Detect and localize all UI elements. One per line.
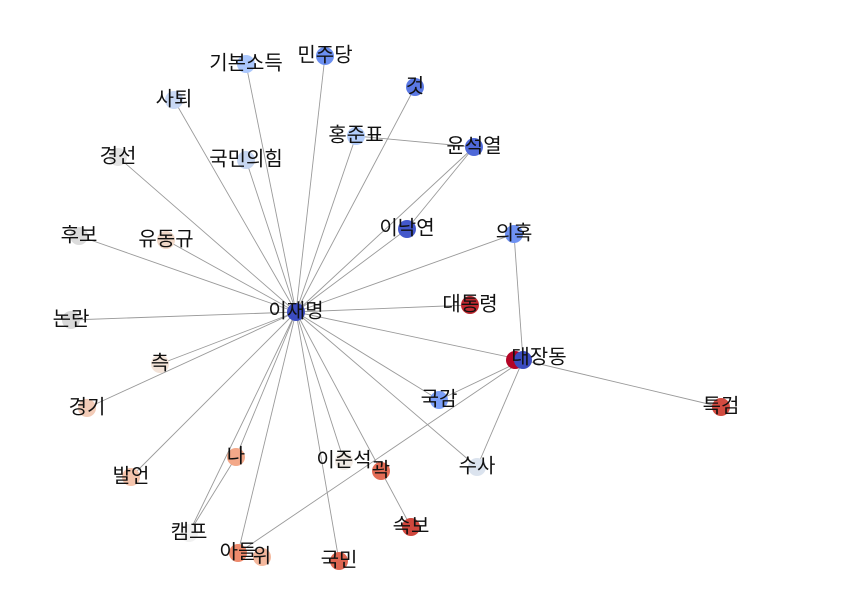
node-label-daejangdong: 대장동	[511, 345, 566, 369]
node-label-geot: 것	[406, 74, 424, 98]
node-label-satoe: 사퇴	[156, 87, 193, 111]
node-label-yudonggyu: 유동규	[138, 227, 193, 251]
edge-lee_jaemyung-gyeonggi	[86, 311, 297, 409]
edge-lee_jaemyung-yunseokyeol	[295, 146, 475, 313]
node-na	[227, 448, 245, 466]
edge-hongjunpyo-yunseokyeol	[355, 135, 475, 148]
node-label-cheuk: 측	[151, 351, 169, 375]
edge-daejangdong-susa	[476, 359, 524, 468]
node-label-hubo: 후보	[61, 223, 98, 247]
edge-layer	[70, 55, 722, 562]
edge-lee_jaemyung-susa	[295, 311, 478, 468]
edge-lee_jaemyung-cheuk	[159, 311, 297, 365]
edge-lee_jaemyung-na	[235, 311, 297, 458]
edge-lee_jaemyung-ijunseok	[295, 311, 345, 462]
edge-lee_jaemyung-hongjunpyo	[295, 135, 357, 313]
node-label-uiwi: 위	[253, 544, 271, 568]
edge-lee_jaemyung-gukmin	[295, 311, 340, 562]
node-label-ijunseok: 이준석	[316, 448, 371, 472]
node-label-gukgam: 국감	[421, 387, 458, 411]
node-inakyeon	[398, 220, 416, 238]
edge-daejangdong-adeul	[237, 359, 524, 554]
edge-daejangdong-teukgeom	[522, 359, 722, 408]
edge-lee_jaemyung-inakyeon	[295, 228, 408, 313]
node-sokbo	[402, 518, 420, 536]
edge-lee_jaemyung-hubo	[78, 235, 297, 313]
node-gwak	[372, 462, 390, 480]
node-gyeonggi	[78, 399, 96, 417]
node-gukmin	[330, 552, 348, 570]
node-gyeongseon	[109, 148, 127, 166]
node-daetongryeong	[461, 296, 479, 314]
node-label-nonran: 논란	[53, 307, 90, 331]
node-nonran	[62, 311, 80, 329]
node-hongjunpyo	[347, 127, 365, 145]
edge-lee_jaemyung-daetongryeong	[295, 304, 471, 313]
node-cheuk	[151, 355, 169, 373]
edge-lee_jaemyung-kaempeu	[188, 311, 297, 534]
node-uiwi	[253, 548, 271, 566]
node-ijunseok	[335, 452, 353, 470]
node-teukgeom	[712, 398, 730, 416]
edge-lee_jaemyung-gukgam	[295, 311, 440, 401]
node-daejangdong	[514, 351, 532, 369]
node-label-gyeonggi: 경기	[69, 395, 106, 419]
edge-lee_jaemyung-daejangdong	[295, 311, 524, 361]
edge-gwak-sokbo	[380, 470, 412, 528]
node-label-gibonsodeuk: 기본소득	[209, 51, 283, 75]
node-label-teukgeom: 특검	[703, 394, 740, 418]
edge-lee_jaemyung-yudonggyu	[165, 239, 297, 313]
edge-lee_jaemyung-adeul	[237, 311, 297, 554]
node-geot	[406, 78, 424, 96]
node-susa	[468, 458, 486, 476]
node-gukgam	[430, 391, 448, 409]
node-uihok	[505, 225, 523, 243]
node-label-lee_jaemyung: 이재명	[268, 299, 323, 323]
node-satoe	[165, 91, 183, 109]
node-layer	[62, 47, 730, 570]
node-label-sokbo: 속보	[393, 514, 430, 538]
node-label-na: 나	[227, 444, 245, 468]
node-label-uihok: 의혹	[496, 221, 533, 245]
edge-lee_jaemyung-gyeongseon	[117, 156, 297, 313]
node-label-bareon: 발언	[113, 464, 150, 488]
node-minjudang	[316, 47, 334, 65]
edge-daejangdong-uihok	[513, 233, 524, 361]
node-label-gyeongseon: 경선	[100, 144, 137, 168]
node-kaempeu	[180, 524, 198, 542]
edge-lee_jaemyung-nonran	[70, 311, 297, 321]
edge-lee_jaemyung-uihok	[295, 233, 515, 313]
node-label-hongjunpyo: 홍준표	[328, 123, 383, 147]
node-gibonsodeuk	[237, 55, 255, 73]
node-label-inakyeon: 이낙연	[379, 216, 434, 240]
node-label-kaempeu: 캠프	[171, 520, 208, 544]
edge-lee_jaemyung-satoe	[173, 99, 297, 313]
edge-inakyeon-yunseokyeol	[406, 146, 475, 230]
node-label-gukmin: 국민	[321, 548, 358, 572]
node-lee_jaemyung	[287, 303, 305, 321]
edge-lee_jaemyung-minjudang	[295, 55, 326, 313]
edge-lee_jaemyung-gibonsodeuk	[245, 63, 297, 313]
node-label-daetongryeong: 대통령	[442, 292, 497, 316]
node-yudonggyu	[157, 231, 175, 249]
node-label-minjudang: 민주당	[297, 43, 352, 67]
node-yunseokyeol	[465, 138, 483, 156]
node-label-susa: 수사	[459, 454, 496, 478]
node-label-gwak: 곽	[372, 458, 390, 482]
edge-lee_jaemyung-bareon	[130, 311, 297, 478]
node-label-yunseokyeol: 윤석열	[446, 134, 501, 158]
edge-lee_jaemyung-gwak	[295, 311, 382, 472]
node-label-adeul: 아들	[220, 540, 257, 564]
node-label-gukminuihim: 국민의힘	[209, 147, 283, 171]
node-gukminuihim	[237, 151, 255, 169]
edge-na-kaempeu	[188, 456, 237, 534]
node-bareon	[122, 468, 140, 486]
edge-lee_jaemyung-gukminuihim	[245, 159, 297, 313]
node-hubo	[70, 227, 88, 245]
edge-lee_jaemyung-geot	[295, 86, 416, 313]
node-adeul	[229, 544, 247, 562]
